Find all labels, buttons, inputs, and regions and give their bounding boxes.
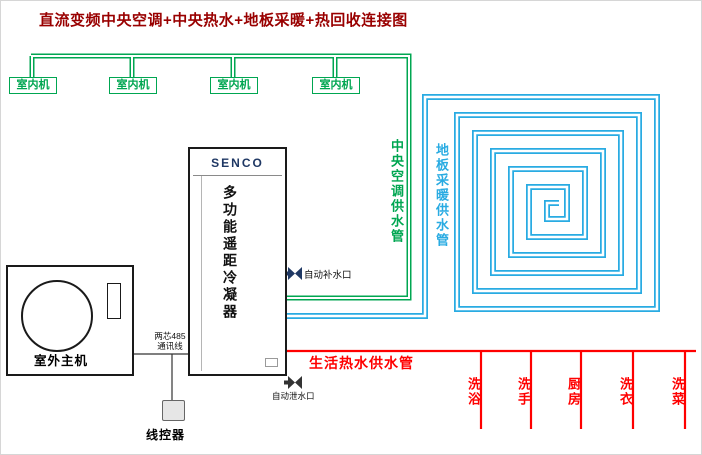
main-unit-name: 多功能遥距冷凝器 [222, 185, 238, 321]
hot-water-pipe-label: 生活热水供水管 [309, 355, 414, 371]
tap-label-kitchen: 厨房 [566, 377, 581, 407]
diagram-title: 直流变频中央空调+中央热水+地板采暖+热回收连接图 [39, 12, 408, 29]
tap-label-bath: 洗浴 [466, 377, 481, 407]
tap-label-handwash: 洗手 [516, 377, 531, 407]
comm-wire [134, 353, 188, 400]
panel-seam [201, 176, 202, 371]
tap-label-laundry: 洗衣 [618, 377, 633, 407]
wired-controller [162, 400, 185, 421]
indoor-unit-4: 室内机 [312, 77, 360, 94]
comm-line-label-line1: 两芯485 [154, 331, 186, 341]
indoor-unit-2: 室内机 [109, 77, 157, 94]
main-unit: SENCO 多功能遥距冷凝器 [188, 147, 287, 376]
auto-drain-valve-icon [284, 376, 302, 389]
comm-line-label-line2: 通讯线 [157, 341, 183, 351]
outdoor-side-panel [107, 283, 121, 319]
tap-label-vegetable: 洗菜 [670, 377, 685, 407]
comm-line-label: 两芯485 通讯线 [148, 331, 192, 351]
floor-heating-coil [287, 94, 660, 319]
indoor-unit-3: 室内机 [210, 77, 258, 94]
floor-pipe-outer [287, 94, 660, 319]
wired-controller-label: 线控器 [146, 428, 186, 442]
brand-logo: SENCO [211, 156, 264, 170]
fan-icon [21, 280, 93, 352]
outdoor-unit-label: 室外主机 [34, 354, 89, 368]
indoor-unit-1: 室内机 [9, 77, 57, 94]
ac-pipe-network [29, 53, 412, 301]
floor-heating-pipe-label: 地板采暖供水管 [434, 143, 449, 248]
floor-pipe-inner [287, 95, 659, 318]
auto-drain-port-label: 自动泄水口 [272, 391, 315, 401]
panel-divider [193, 175, 282, 176]
outdoor-unit: 室外主机 [6, 265, 134, 376]
auto-refill-port-label: 自动补水口 [304, 270, 352, 281]
hot-water-pipe [287, 349, 696, 429]
nameplate [265, 358, 278, 367]
ac-pipe-inner [31, 55, 410, 299]
ac-supply-pipe-label: 中央空调供水管 [389, 139, 404, 244]
